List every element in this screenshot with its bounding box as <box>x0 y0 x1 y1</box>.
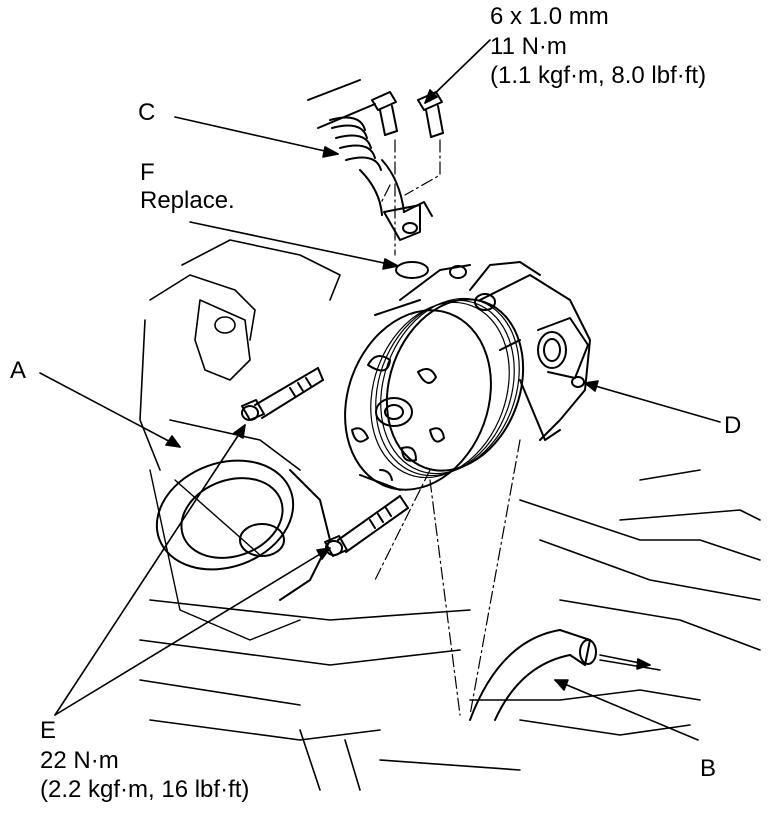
o-ring <box>395 261 429 279</box>
arrow-hose-end <box>636 658 651 670</box>
arrow-f <box>382 258 399 270</box>
pressure-hose <box>307 79 433 241</box>
arrow-c <box>322 146 339 158</box>
bolt-size-spec: 6 x 1.0 mm <box>490 3 609 30</box>
bolt-torque-alt-spec: (1.1 kgf·m, 8.0 lbf·ft) <box>490 62 707 89</box>
engine-block-outline <box>139 239 761 791</box>
alignment-lines <box>374 139 521 716</box>
leader-top-spec <box>424 39 491 104</box>
arrow-e-lower <box>316 547 331 560</box>
leader-f <box>189 221 399 267</box>
bolt-torque-spec: 11 N·m <box>490 33 567 60</box>
e-torque-spec: 22 N·m <box>40 747 119 774</box>
callout-e: E <box>40 717 57 744</box>
arrow-e-upper <box>233 424 246 439</box>
return-hose <box>469 629 597 721</box>
callout-b: B <box>700 755 717 782</box>
leader-lines <box>39 39 721 741</box>
callout-f: F <box>140 159 155 186</box>
arrow-a <box>165 435 181 448</box>
replace-note: Replace. <box>140 187 235 214</box>
arrow-top-spec <box>424 89 438 104</box>
leader-d <box>584 382 721 423</box>
leader-c <box>174 116 339 155</box>
callout-d: D <box>724 412 742 439</box>
power-steering-pump <box>344 261 591 491</box>
leader-e-upper <box>54 424 246 716</box>
callout-a: A <box>10 357 27 384</box>
arrow-b <box>554 679 569 691</box>
callout-c: C <box>138 99 156 126</box>
leader-b <box>554 679 699 741</box>
leader-a <box>39 372 181 448</box>
mounting-bolts <box>241 367 409 557</box>
e-torque-alt-spec: (2.2 kgf·m, 16 lbf·ft) <box>40 776 250 803</box>
leader-e-lower <box>54 547 331 716</box>
arrow-d <box>584 380 599 392</box>
